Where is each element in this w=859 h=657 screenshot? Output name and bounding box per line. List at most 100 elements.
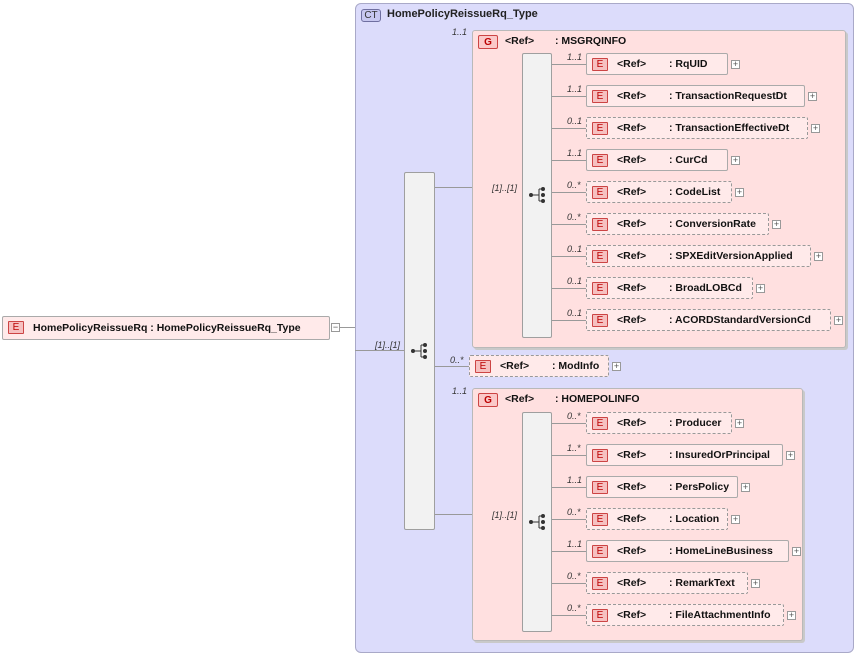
connector (435, 187, 472, 188)
connector (552, 192, 586, 193)
element-cardinality: 1..1 (567, 84, 583, 94)
root-element[interactable]: E HomePolicyReissueRq : HomePolicyReissu… (2, 316, 330, 340)
connector (552, 583, 586, 584)
expand-icon[interactable]: + (751, 578, 760, 588)
element-modinfo[interactable]: E <Ref> : ModInfo (469, 355, 609, 377)
expand-icon[interactable]: + (772, 219, 781, 229)
element-badge: E (592, 218, 608, 231)
connector (552, 551, 586, 552)
element-badge: E (592, 513, 608, 526)
complex-type-name: HomePolicyReissueRq_Type (387, 8, 538, 20)
element-row[interactable]: E<Ref>: RemarkText (586, 572, 748, 594)
expand-icon[interactable]: + (741, 482, 750, 492)
expand-icon[interactable]: + (786, 450, 795, 460)
element-name: : CodeList (669, 186, 721, 198)
element-badge: E (592, 545, 608, 558)
ref-label: <Ref> (617, 481, 647, 493)
ref-label: <Ref> (617, 609, 647, 621)
msgrqinfo-sequence-bar[interactable] (522, 53, 552, 338)
connector (340, 327, 355, 328)
ref-label: <Ref> (617, 577, 647, 589)
expand-icon[interactable]: + (735, 187, 744, 197)
ref-label: <Ref> (617, 449, 647, 461)
expand-icon[interactable]: + (731, 155, 740, 165)
group-cardinality: 1..1 (452, 386, 468, 396)
complex-type-badge: CT (361, 9, 381, 22)
element-row[interactable]: E<Ref>: SPXEditVersionApplied (586, 245, 811, 267)
expand-icon[interactable]: + (735, 418, 744, 428)
element-row[interactable]: E<Ref>: CodeList (586, 181, 732, 203)
element-cardinality: 0..* (450, 355, 464, 365)
element-name: : TransactionEffectiveDt (669, 122, 790, 134)
group-badge: G (478, 393, 498, 407)
element-cardinality: 0..* (567, 212, 581, 222)
expand-icon[interactable]: + (792, 546, 801, 556)
element-row[interactable]: E<Ref>: FileAttachmentInfo (586, 604, 784, 626)
expand-icon[interactable]: + (808, 91, 817, 101)
element-badge: E (8, 321, 24, 334)
connector (552, 224, 586, 225)
expand-icon[interactable]: + (814, 251, 823, 261)
element-name: : HomeLineBusiness (669, 545, 773, 557)
ref-label: <Ref> (505, 393, 535, 405)
expand-icon[interactable]: + (612, 361, 621, 371)
element-row[interactable]: E<Ref>: HomeLineBusiness (586, 540, 789, 562)
connector (552, 455, 586, 456)
ref-label: <Ref> (617, 186, 647, 198)
element-row[interactable]: E<Ref>: InsuredOrPrincipal (586, 444, 783, 466)
connector (552, 96, 586, 97)
element-cardinality: 0..1 (567, 276, 583, 286)
expand-icon[interactable]: − (331, 322, 340, 332)
connector (552, 423, 586, 424)
expand-icon[interactable]: + (811, 123, 820, 133)
connector (552, 160, 586, 161)
expand-icon[interactable]: + (787, 610, 796, 620)
expand-icon[interactable]: + (731, 514, 740, 524)
ref-label: <Ref> (617, 218, 647, 230)
element-cardinality: 0..1 (567, 244, 583, 254)
expand-icon[interactable]: + (731, 59, 740, 69)
expand-icon[interactable]: + (756, 283, 765, 293)
main-sequence-bar[interactable] (404, 172, 435, 530)
element-badge: E (592, 481, 608, 494)
element-row[interactable]: E<Ref>: PersPolicy (586, 476, 738, 498)
element-row[interactable]: E<Ref>: CurCd (586, 149, 728, 171)
element-badge: E (592, 577, 608, 590)
element-badge: E (475, 360, 491, 373)
element-badge: E (592, 609, 608, 622)
group-badge: G (478, 35, 498, 49)
connector (435, 366, 472, 367)
element-badge: E (592, 154, 608, 167)
element-row[interactable]: E<Ref>: Producer (586, 412, 732, 434)
element-cardinality: 1..1 (567, 148, 583, 158)
group-cardinality: 1..1 (452, 27, 468, 37)
element-row[interactable]: E<Ref>: Location (586, 508, 728, 530)
connector (552, 487, 586, 488)
sequence-cardinality: [1]..[1] (492, 510, 518, 520)
element-row[interactable]: E<Ref>: TransactionRequestDt (586, 85, 805, 107)
expand-icon[interactable]: + (834, 315, 843, 325)
element-badge: E (592, 250, 608, 263)
element-name: : Producer (669, 417, 722, 429)
connector (552, 64, 586, 65)
element-cardinality: 1..1 (567, 52, 583, 62)
sequence-icon (411, 343, 427, 359)
element-row[interactable]: E<Ref>: ACORDStandardVersionCd (586, 309, 831, 331)
element-cardinality: 0..* (567, 571, 581, 581)
element-name: : ConversionRate (669, 218, 756, 230)
element-name: : BroadLOBCd (669, 282, 742, 294)
element-row[interactable]: E<Ref>: RqUID (586, 53, 728, 75)
connector (552, 320, 586, 321)
element-badge: E (592, 282, 608, 295)
connector (355, 350, 405, 351)
element-name: : Location (669, 513, 720, 525)
connector (552, 519, 586, 520)
element-row[interactable]: E <Ref> : ConversionRate (586, 213, 769, 235)
element-cardinality: 1..* (567, 443, 581, 453)
connector (552, 256, 586, 257)
element-row[interactable]: E<Ref>: BroadLOBCd (586, 277, 753, 299)
ref-label: <Ref> (617, 314, 647, 326)
element-name: : CurCd (669, 154, 708, 166)
element-row[interactable]: E<Ref>: TransactionEffectiveDt (586, 117, 808, 139)
element-name: : ACORDStandardVersionCd (669, 314, 811, 326)
